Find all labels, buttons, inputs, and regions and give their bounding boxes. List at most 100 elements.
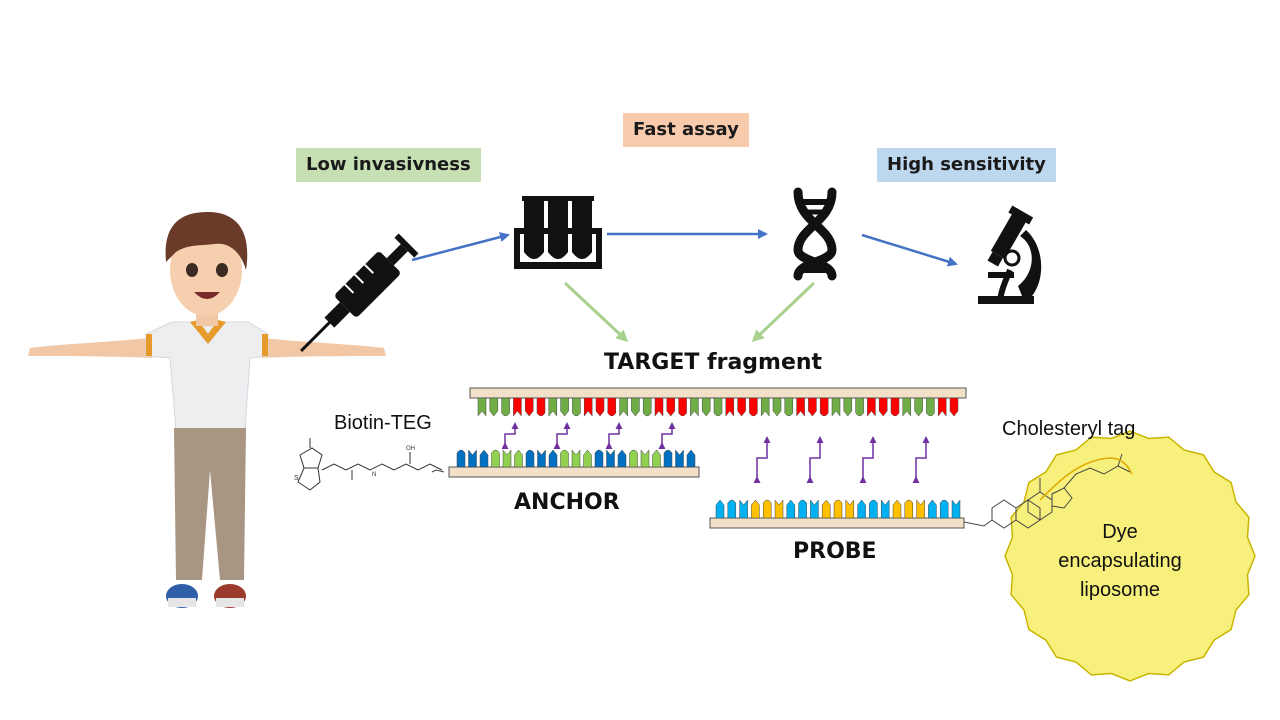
anchor-base xyxy=(583,449,592,468)
probe-hybridization-arrow xyxy=(912,436,930,483)
hybridization-arrows xyxy=(501,422,930,483)
target-base xyxy=(855,397,864,417)
anchor-base xyxy=(675,449,684,468)
person-icon xyxy=(28,212,386,608)
liposome xyxy=(1004,430,1256,682)
anchor-base xyxy=(560,449,569,468)
badge-high-sensitivity: High sensitivity xyxy=(877,148,1056,182)
probe-base xyxy=(880,499,890,519)
anchor-base xyxy=(479,449,489,468)
probe-base xyxy=(892,499,902,519)
target-base xyxy=(477,397,487,417)
anchor-base xyxy=(640,449,650,468)
target-base xyxy=(867,397,876,417)
anchor-base xyxy=(686,449,696,468)
liposome-label: Dye encapsulating liposome xyxy=(1040,518,1200,605)
anchor-base xyxy=(571,449,581,468)
svg-text:S: S xyxy=(294,475,299,482)
target-base xyxy=(937,397,947,417)
target-base xyxy=(831,397,841,417)
target-label: TARGET fragment xyxy=(604,350,823,375)
badge-low-invasiveness: Low invasivness xyxy=(296,148,481,182)
target-base xyxy=(501,397,510,417)
arrow-dna-to-microscope xyxy=(861,233,958,267)
anchor-base xyxy=(514,449,523,468)
probe-base xyxy=(727,499,737,519)
anchor-base xyxy=(594,449,604,468)
probe-base xyxy=(904,499,914,519)
anchor-base xyxy=(629,449,638,468)
target-base xyxy=(749,397,758,417)
target-base xyxy=(642,397,652,417)
anchor-base xyxy=(606,449,615,468)
anchor-strand xyxy=(448,449,700,478)
test-tubes-icon xyxy=(514,196,602,269)
anchor-label: ANCHOR xyxy=(514,490,620,515)
probe-base xyxy=(845,499,855,519)
biotin-label: Biotin-TEG xyxy=(334,412,432,434)
probe-base xyxy=(833,499,843,519)
target-base xyxy=(760,397,770,417)
biotin-molecule-icon: S N OH xyxy=(294,438,443,491)
target-base xyxy=(489,397,499,417)
target-base xyxy=(513,397,522,417)
probe-base xyxy=(857,499,866,519)
svg-text:N: N xyxy=(372,472,376,478)
anchor-base xyxy=(525,449,535,468)
target-base xyxy=(819,397,829,417)
probe-hybridization-arrow xyxy=(753,436,771,483)
probe-base xyxy=(774,499,784,519)
arrow-tubes-to-target xyxy=(563,281,629,343)
anchor-base xyxy=(502,449,512,468)
probe-base xyxy=(751,499,760,519)
syringe-icon xyxy=(300,233,419,352)
target-base xyxy=(772,397,782,417)
anchor-hybridization-arrow xyxy=(553,422,571,449)
cholesteryl-label: Cholesteryl tag xyxy=(1002,418,1136,440)
probe-base xyxy=(916,499,925,519)
probe-strand xyxy=(709,499,965,529)
target-base xyxy=(796,397,805,417)
arrow-dna-to-target xyxy=(751,281,816,343)
probe-base xyxy=(928,499,937,519)
anchor-base xyxy=(663,449,673,468)
cholesteryl-molecule-icon xyxy=(963,453,1131,529)
probe-base xyxy=(951,499,961,519)
target-base xyxy=(678,397,687,417)
target-base xyxy=(701,397,711,417)
flow-arrows xyxy=(411,229,958,267)
probe-base xyxy=(821,499,831,519)
anchor-base xyxy=(491,449,500,468)
probe-base xyxy=(715,499,725,519)
target-base xyxy=(690,397,699,417)
arrow-syringe-to-tubes xyxy=(411,232,510,262)
target-base xyxy=(572,397,581,417)
badge-fast-assay: Fast assay xyxy=(623,113,749,147)
target-base xyxy=(878,397,888,417)
anchor-hybridization-arrow xyxy=(501,422,519,449)
probe-base xyxy=(762,499,772,519)
target-base xyxy=(619,397,628,417)
target-base xyxy=(583,397,593,417)
target-base xyxy=(902,397,912,417)
target-base xyxy=(607,397,617,417)
target-base xyxy=(808,397,817,417)
converge-arrows xyxy=(563,281,816,343)
probe-base xyxy=(739,499,748,519)
target-base xyxy=(926,397,935,417)
target-base xyxy=(890,397,900,417)
probe-base xyxy=(798,499,807,519)
target-base xyxy=(560,397,569,417)
liposome-label-line-1: Dye xyxy=(1102,521,1138,543)
liposome-label-line-3: liposome xyxy=(1079,579,1161,601)
cholesteryl-link xyxy=(1039,457,1133,501)
anchor-base xyxy=(456,449,466,468)
target-base xyxy=(524,397,534,417)
anchor-base xyxy=(617,449,627,468)
probe-base xyxy=(939,499,949,519)
anchor-hybridization-arrow xyxy=(605,422,623,449)
target-base xyxy=(949,397,959,417)
probe-hybridization-arrow xyxy=(859,436,877,483)
target-base xyxy=(666,397,676,417)
